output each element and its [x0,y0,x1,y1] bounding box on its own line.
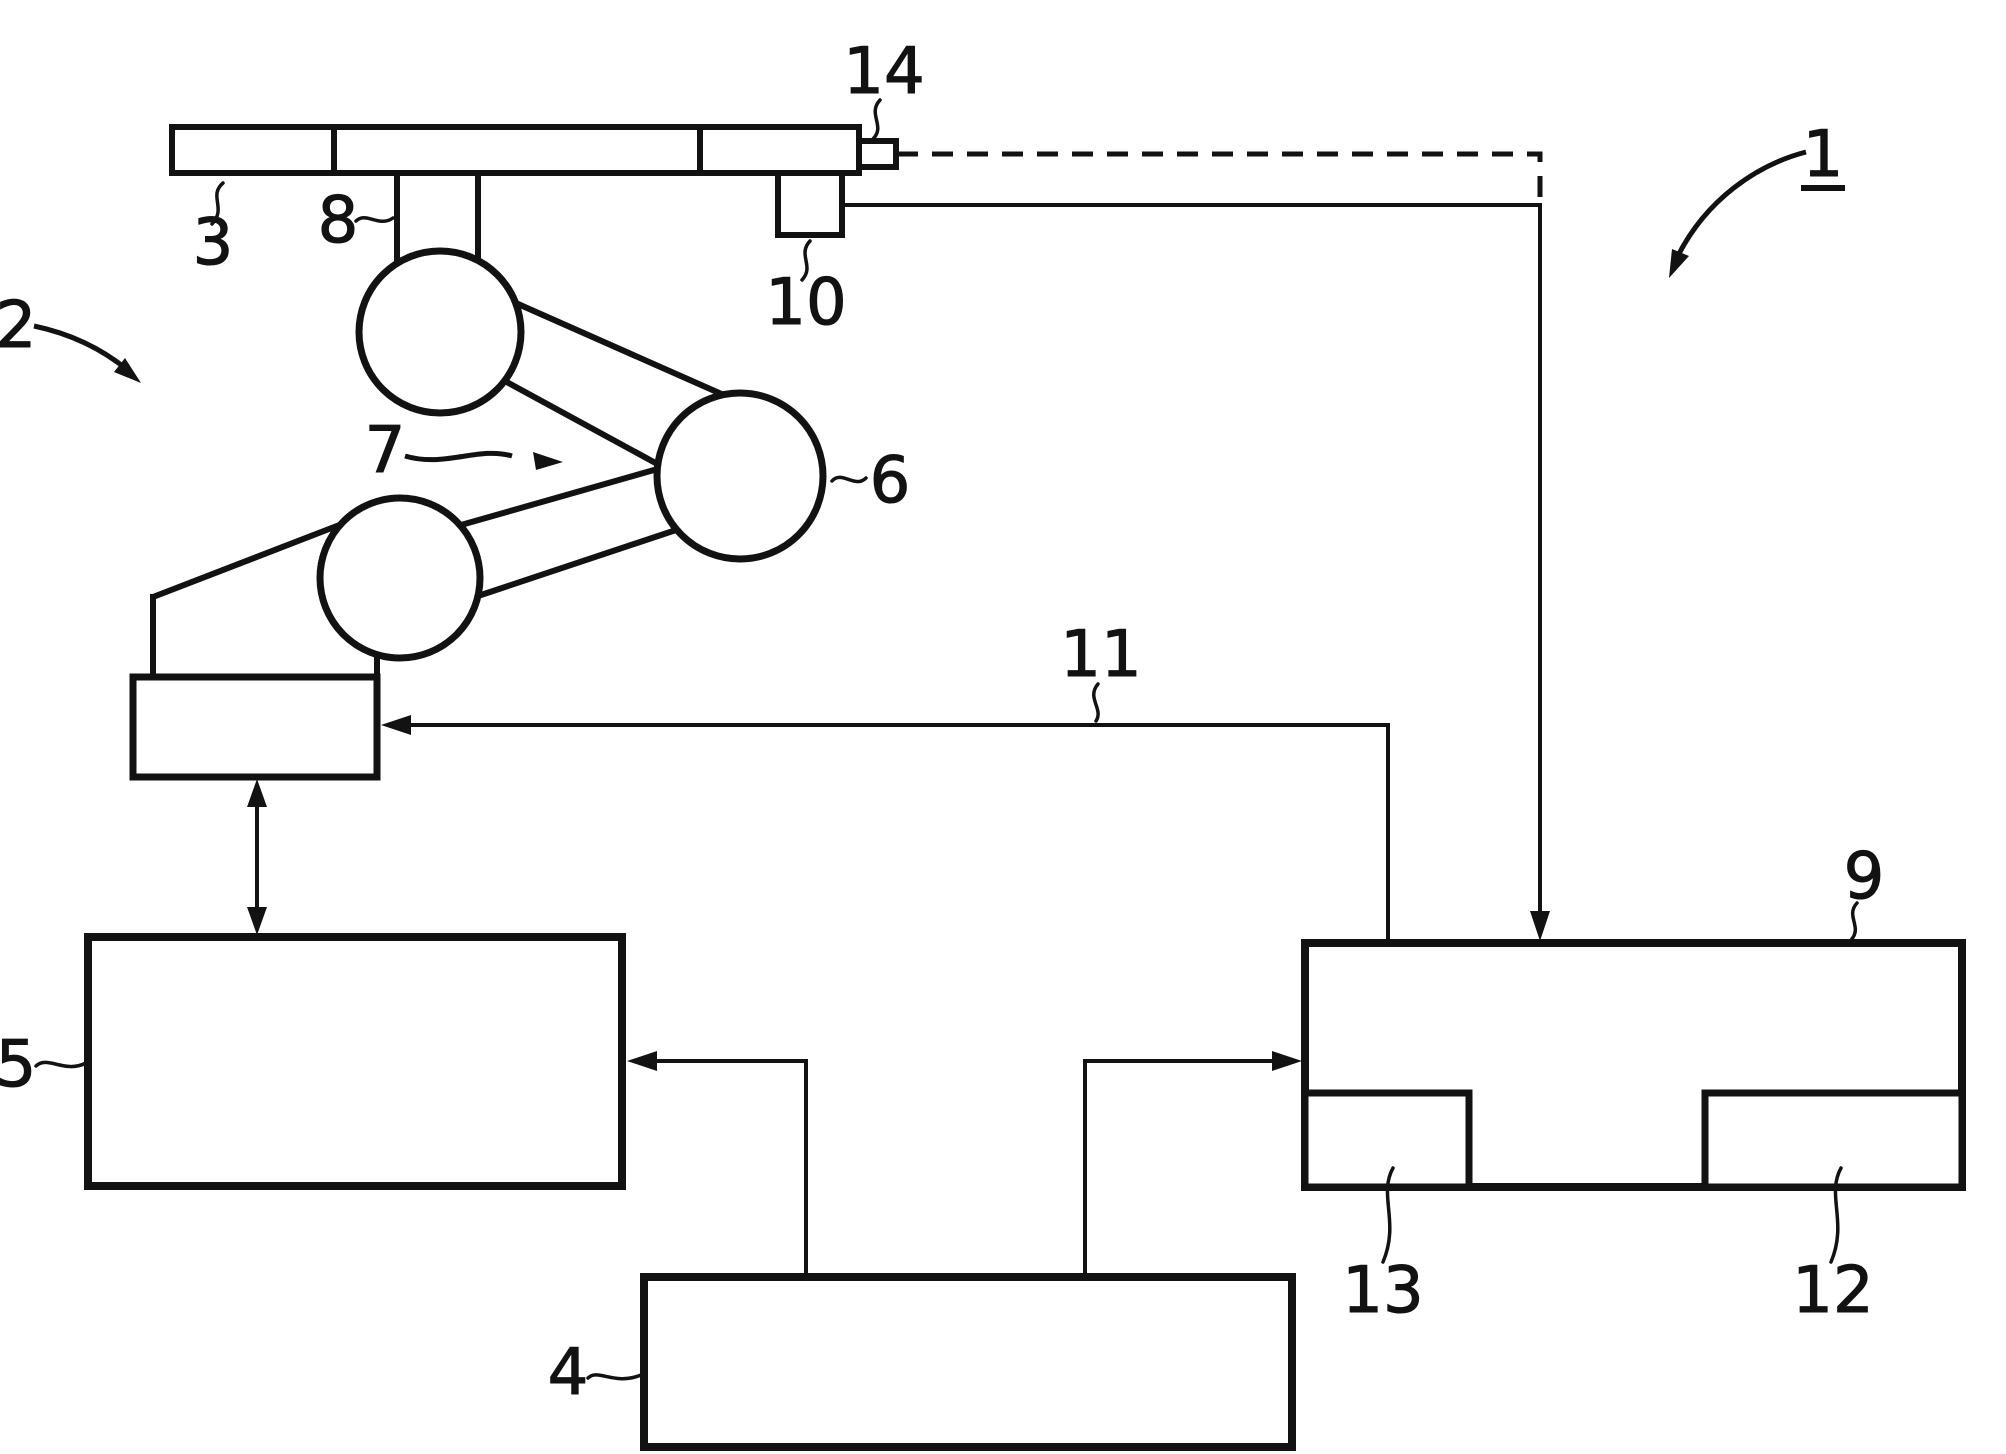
box4-to-box9-connector [1083,1051,1302,1277]
end-effector-box [129,673,381,781]
leader-9 [1849,901,1859,942]
box4-to-box9-path [1083,1059,1275,1277]
box4-to-box5-path [654,1059,808,1277]
reference-arrow-7 [404,450,563,470]
bidirectional-link [247,779,267,935]
emitter-block-14 [856,138,899,170]
inner-module-13 [1301,1089,1473,1191]
controller-box-9-group [1301,939,1966,1191]
leader-13 [1381,1166,1395,1264]
ref-label-11: 11 [1060,618,1141,692]
sensor-block-10 [775,170,845,238]
controller-box-5 [84,933,626,1190]
upper-arm-link-bottom-edge [501,377,663,469]
ref-label-7: 7 [365,414,406,488]
reference-arrow-7-wave [404,450,513,463]
ref-label-4: 4 [548,1336,589,1410]
arrowhead-into-end-effector [381,715,411,735]
elbow-joint-6 [653,389,827,563]
ref-label-6: 6 [870,444,911,518]
source-box-4 [640,1273,1296,1451]
reference-arrow-2-head [114,358,141,383]
leader-10 [800,239,812,282]
ref-label-5: 5 [0,1028,36,1102]
shoulder-joint [355,247,525,417]
dashed-beam-line [897,151,1543,203]
reference-arrow-2-curve [33,323,132,374]
reference-arrow-1-head [1669,249,1689,278]
arrowhead-into-box5 [627,1051,657,1071]
upper-arm-link-top-edge [498,293,728,399]
ref-label-10: 10 [765,266,846,340]
forearm-link-bottom-edge [477,527,677,599]
reference-arrow-2 [33,323,141,383]
ref-label-8: 8 [318,184,359,258]
leader-12 [1829,1166,1843,1264]
wrist-link-top-edge [151,521,344,600]
leader-5 [34,1060,88,1069]
robot-arm [129,173,827,781]
leader-4 [586,1373,643,1381]
signal-lines [842,151,1550,941]
ref-label-14: 14 [843,35,924,109]
sensor-signal-line [842,203,1542,914]
reference-arrow-1-curve [1671,149,1807,266]
ref-label-12: 12 [1792,1254,1873,1328]
ref-label-2: 2 [0,289,36,363]
linear-rail [169,124,899,238]
ref-label-13: 13 [1342,1254,1423,1328]
ref-label-1: 1 [1803,118,1844,192]
arrowhead-down [247,907,267,935]
leader-8 [354,215,395,224]
leader-11 [1092,682,1100,723]
reference-arrow-1 [1669,149,1807,278]
leader-14 [871,98,882,141]
arrowhead-into-box9-left [1272,1051,1302,1071]
arrowhead-into-box9-top [1530,911,1550,941]
reference-arrow-7-head [533,452,563,470]
forearm-link-top-edge [460,465,662,528]
leader-6 [830,475,868,484]
ref-label-3: 3 [193,206,234,280]
feedback-line-11 [381,715,1390,941]
arrowhead-up [247,779,267,807]
wrist-joint [316,494,484,662]
rail-body [169,124,862,176]
inner-module-12 [1701,1089,1966,1191]
ref-label-9: 9 [1844,840,1885,914]
box4-to-box5-connector [627,1051,808,1277]
leader-3 [210,181,225,226]
feedback-line-path [408,723,1390,941]
